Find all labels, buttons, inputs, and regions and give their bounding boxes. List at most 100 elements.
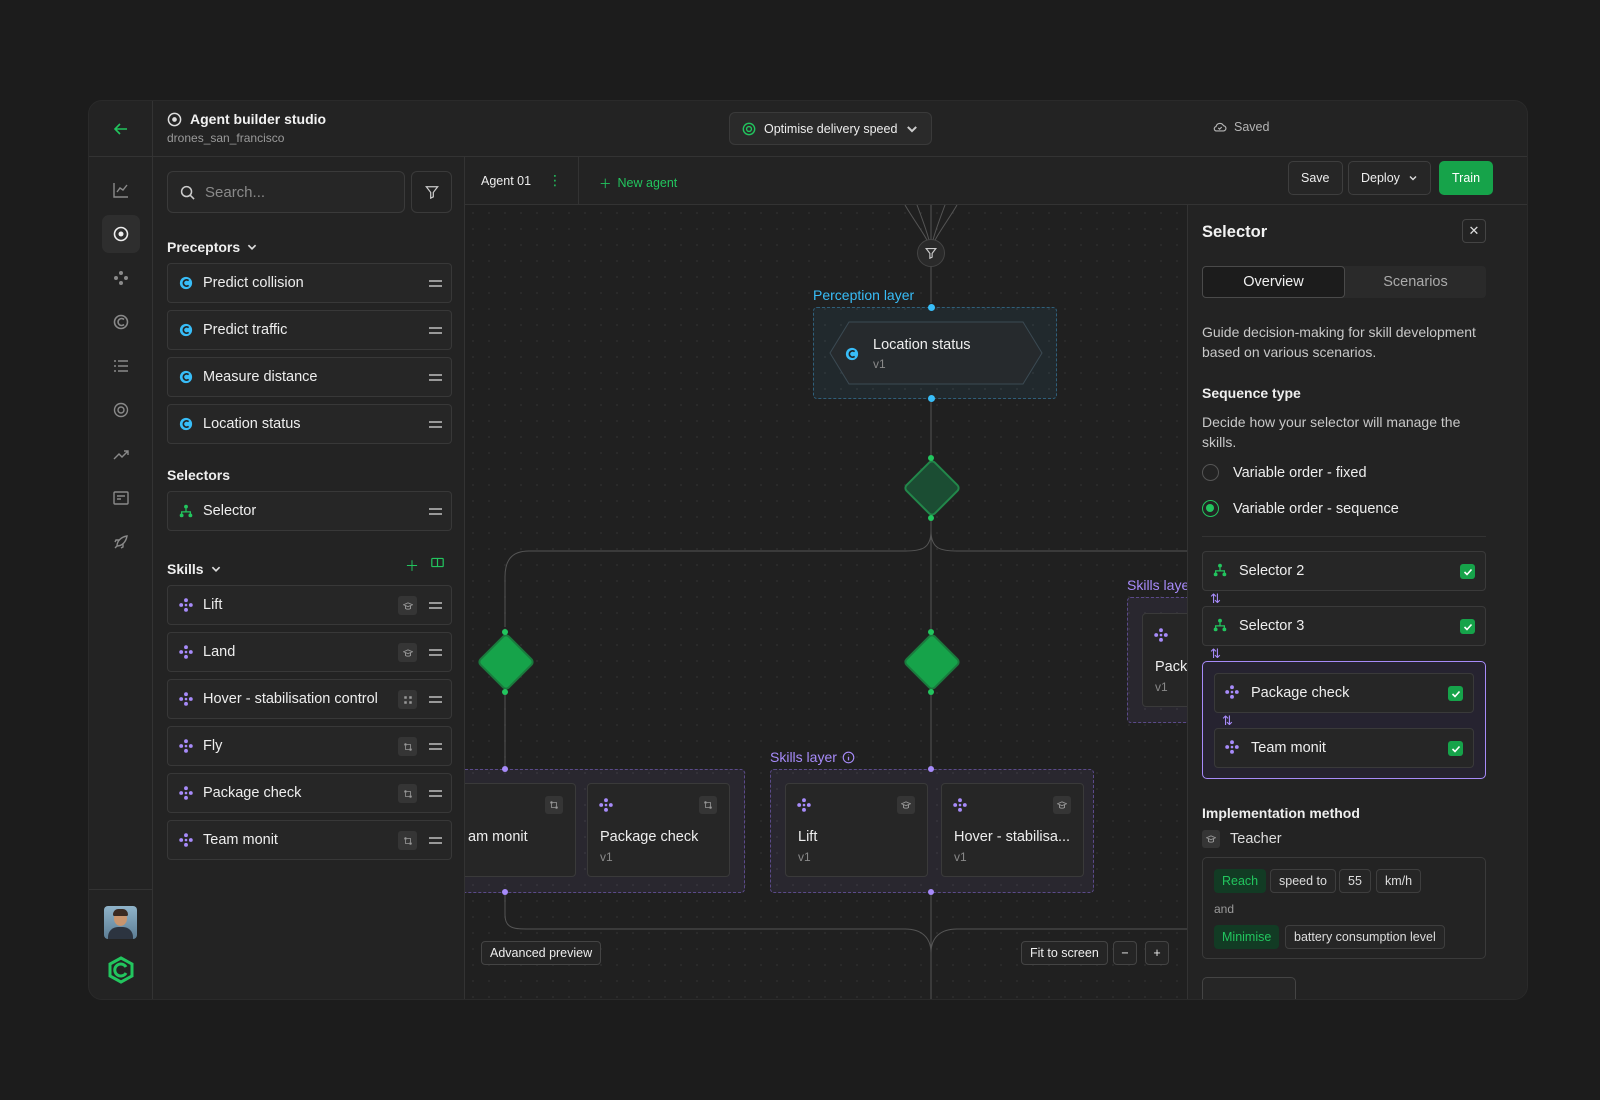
- drag-handle-icon[interactable]: [429, 834, 442, 846]
- drag-handle-icon[interactable]: [429, 740, 442, 752]
- preceptors-header[interactable]: Preceptors: [167, 239, 258, 255]
- report-icon[interactable]: [102, 479, 140, 517]
- fit-to-screen-button[interactable]: Fit to screen: [1021, 941, 1108, 965]
- connector-dot[interactable]: [502, 629, 508, 635]
- drag-handle-icon[interactable]: [429, 505, 442, 517]
- radio-variable-sequence[interactable]: Variable order - sequence: [1202, 500, 1399, 517]
- connector-dot[interactable]: [928, 689, 934, 695]
- rule-metric-chip[interactable]: battery consumption level: [1285, 925, 1445, 949]
- agent-builder-icon[interactable]: [102, 215, 140, 253]
- skill-card[interactable]: Hover - stabilisa... v1: [941, 783, 1084, 877]
- deploy-dropdown[interactable]: Deploy: [1348, 161, 1431, 195]
- preceptor-item[interactable]: Location status: [167, 404, 452, 444]
- group-item-team-monit[interactable]: Team monit: [1214, 728, 1474, 768]
- flow-canvas[interactable]: Perception layer Location status v1 Skil…: [465, 157, 1187, 999]
- analytics-icon[interactable]: [102, 171, 140, 209]
- skill-item[interactable]: Team monit: [167, 820, 452, 860]
- filter-button[interactable]: [411, 171, 452, 213]
- skill-card[interactable]: Lift v1: [785, 783, 928, 877]
- connector-dot[interactable]: [928, 395, 935, 402]
- implementation-method[interactable]: Teacher: [1202, 830, 1282, 848]
- add-skill-icon[interactable]: ＋: [405, 558, 419, 574]
- tab-agent-01[interactable]: Agent 01⋮: [465, 157, 579, 205]
- preceptor-item[interactable]: Predict collision: [167, 263, 452, 303]
- drag-handle-icon[interactable]: [429, 277, 442, 289]
- connector-dot[interactable]: [928, 455, 934, 461]
- reorder-swap-icon[interactable]: ⇅: [1210, 646, 1221, 661]
- train-button[interactable]: Train: [1439, 161, 1494, 195]
- drag-handle-icon[interactable]: [429, 599, 442, 611]
- target-icon[interactable]: [102, 391, 140, 429]
- sequence-item-selector-2[interactable]: Selector 2: [1202, 551, 1486, 591]
- rule-action-chip[interactable]: Reach: [1214, 869, 1267, 893]
- reorder-swap-icon[interactable]: ⇅: [1222, 713, 1233, 728]
- tab-overview[interactable]: Overview: [1202, 266, 1345, 298]
- drag-handle-icon[interactable]: [429, 371, 442, 383]
- cut-off-button[interactable]: [1202, 977, 1296, 999]
- close-button[interactable]: ✕: [1462, 219, 1486, 243]
- perception-node[interactable]: [829, 321, 1043, 385]
- skill-item[interactable]: Package check: [167, 773, 452, 813]
- connector-dot[interactable]: [502, 889, 508, 895]
- radio-variable-fixed[interactable]: Variable order - fixed: [1202, 464, 1367, 481]
- drag-handle-icon[interactable]: [429, 693, 442, 705]
- group-item-package-check[interactable]: Package check: [1214, 673, 1474, 713]
- checkbox-checked[interactable]: [1460, 564, 1475, 579]
- tab-scenarios[interactable]: Scenarios: [1383, 274, 1448, 290]
- rule-unit-chip[interactable]: km/h: [1376, 869, 1422, 893]
- connector-dot[interactable]: [928, 766, 934, 772]
- checkbox-checked[interactable]: [1460, 619, 1475, 634]
- skills-icon[interactable]: [102, 259, 140, 297]
- save-button[interactable]: Save: [1288, 161, 1343, 195]
- search-input[interactable]: [205, 183, 385, 201]
- rule-metric-chip[interactable]: speed to: [1270, 869, 1336, 893]
- preceptor-item[interactable]: Predict traffic: [167, 310, 452, 350]
- radio-circle-selected[interactable]: [1202, 500, 1219, 517]
- reorder-swap-icon[interactable]: ⇅: [1210, 591, 1221, 606]
- connector-dot[interactable]: [502, 689, 508, 695]
- drag-handle-icon[interactable]: [429, 324, 442, 336]
- selector-item[interactable]: Selector: [167, 491, 452, 531]
- rule-value-chip[interactable]: 55: [1339, 869, 1371, 893]
- back-arrow-icon[interactable]: [89, 101, 153, 157]
- sequence-item-selector-3[interactable]: Selector 3: [1202, 606, 1486, 646]
- deploy-rocket-icon[interactable]: [102, 523, 140, 561]
- connector-dot[interactable]: [502, 766, 508, 772]
- skill-card[interactable]: Package check v1: [587, 783, 730, 877]
- connector-dot[interactable]: [928, 889, 934, 895]
- skills-header[interactable]: Skills: [167, 561, 222, 577]
- filter-node[interactable]: [917, 239, 945, 267]
- checkbox-checked[interactable]: [1448, 686, 1463, 701]
- avatar[interactable]: [104, 906, 137, 939]
- goal-dropdown[interactable]: Optimise delivery speed: [729, 112, 933, 145]
- preceptor-item[interactable]: Measure distance: [167, 357, 452, 397]
- drag-handle-icon[interactable]: [429, 646, 442, 658]
- skill-item[interactable]: Hover - stabilisation control: [167, 679, 452, 719]
- connector-dot[interactable]: [928, 304, 935, 311]
- perception-icon[interactable]: [102, 303, 140, 341]
- drag-handle-icon[interactable]: [429, 787, 442, 799]
- radio-circle[interactable]: [1202, 464, 1219, 481]
- skill-item[interactable]: Lift: [167, 585, 452, 625]
- drag-handle-icon[interactable]: [429, 418, 442, 430]
- connector-dot[interactable]: [928, 515, 934, 521]
- connector-dot[interactable]: [928, 629, 934, 635]
- skill-item[interactable]: Land: [167, 632, 452, 672]
- more-vertical-icon[interactable]: ⋮: [548, 172, 562, 188]
- flow-connections: [504, 204, 1187, 999]
- library-book-icon[interactable]: [431, 556, 444, 569]
- zoom-out-button[interactable]: −: [1113, 941, 1137, 965]
- trending-icon[interactable]: [102, 435, 140, 473]
- new-agent-button[interactable]: ＋New agent: [599, 173, 677, 192]
- skill-icon: [178, 832, 194, 848]
- list-icon[interactable]: [102, 347, 140, 385]
- advanced-preview-button[interactable]: Advanced preview: [481, 941, 602, 965]
- skill-item[interactable]: Fly: [167, 726, 452, 766]
- checkbox-checked[interactable]: [1448, 741, 1463, 756]
- skill-card[interactable]: Packag v1: [1142, 613, 1187, 707]
- zoom-in-button[interactable]: +: [1145, 941, 1169, 965]
- info-icon[interactable]: [842, 751, 855, 764]
- skill-card[interactable]: am monit: [465, 783, 576, 877]
- search-box[interactable]: [167, 171, 405, 213]
- rule-action-chip[interactable]: Minimise: [1214, 925, 1280, 949]
